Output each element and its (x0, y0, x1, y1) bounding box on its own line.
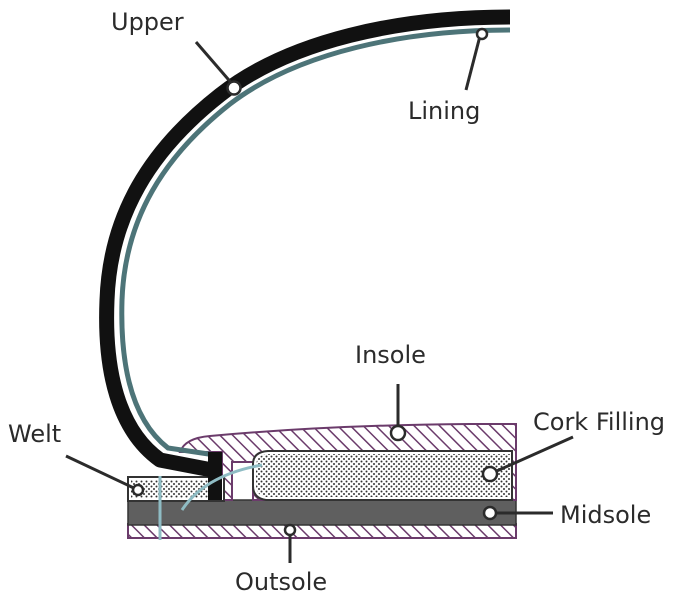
outsole-label: Outsole (235, 568, 328, 596)
cork-filling-dots (256, 454, 510, 497)
lining-marker (475, 27, 489, 41)
welt-label: Welt (8, 420, 62, 448)
outsole-marker (283, 523, 297, 537)
midsole-layer (127, 499, 517, 526)
upper-shape (99, 9, 511, 478)
insole-marker (389, 424, 407, 442)
welt-dots (131, 480, 221, 498)
welt-marker (131, 483, 145, 497)
cork-filling-label: Cork Filling (533, 408, 666, 436)
midsole-marker (482, 505, 498, 521)
midsole-label: Midsole (560, 501, 652, 529)
lining-label: Lining (408, 97, 481, 125)
leader-markers (131, 27, 499, 537)
cork-filling-marker (481, 465, 499, 483)
upper-end-block (208, 452, 222, 500)
insole-label: Insole (355, 341, 426, 369)
lining-shape (119, 27, 511, 459)
upper-marker (226, 80, 242, 96)
outsole-layer (127, 523, 517, 539)
curved-stitch (180, 463, 263, 511)
upper-label: Upper (111, 8, 184, 36)
